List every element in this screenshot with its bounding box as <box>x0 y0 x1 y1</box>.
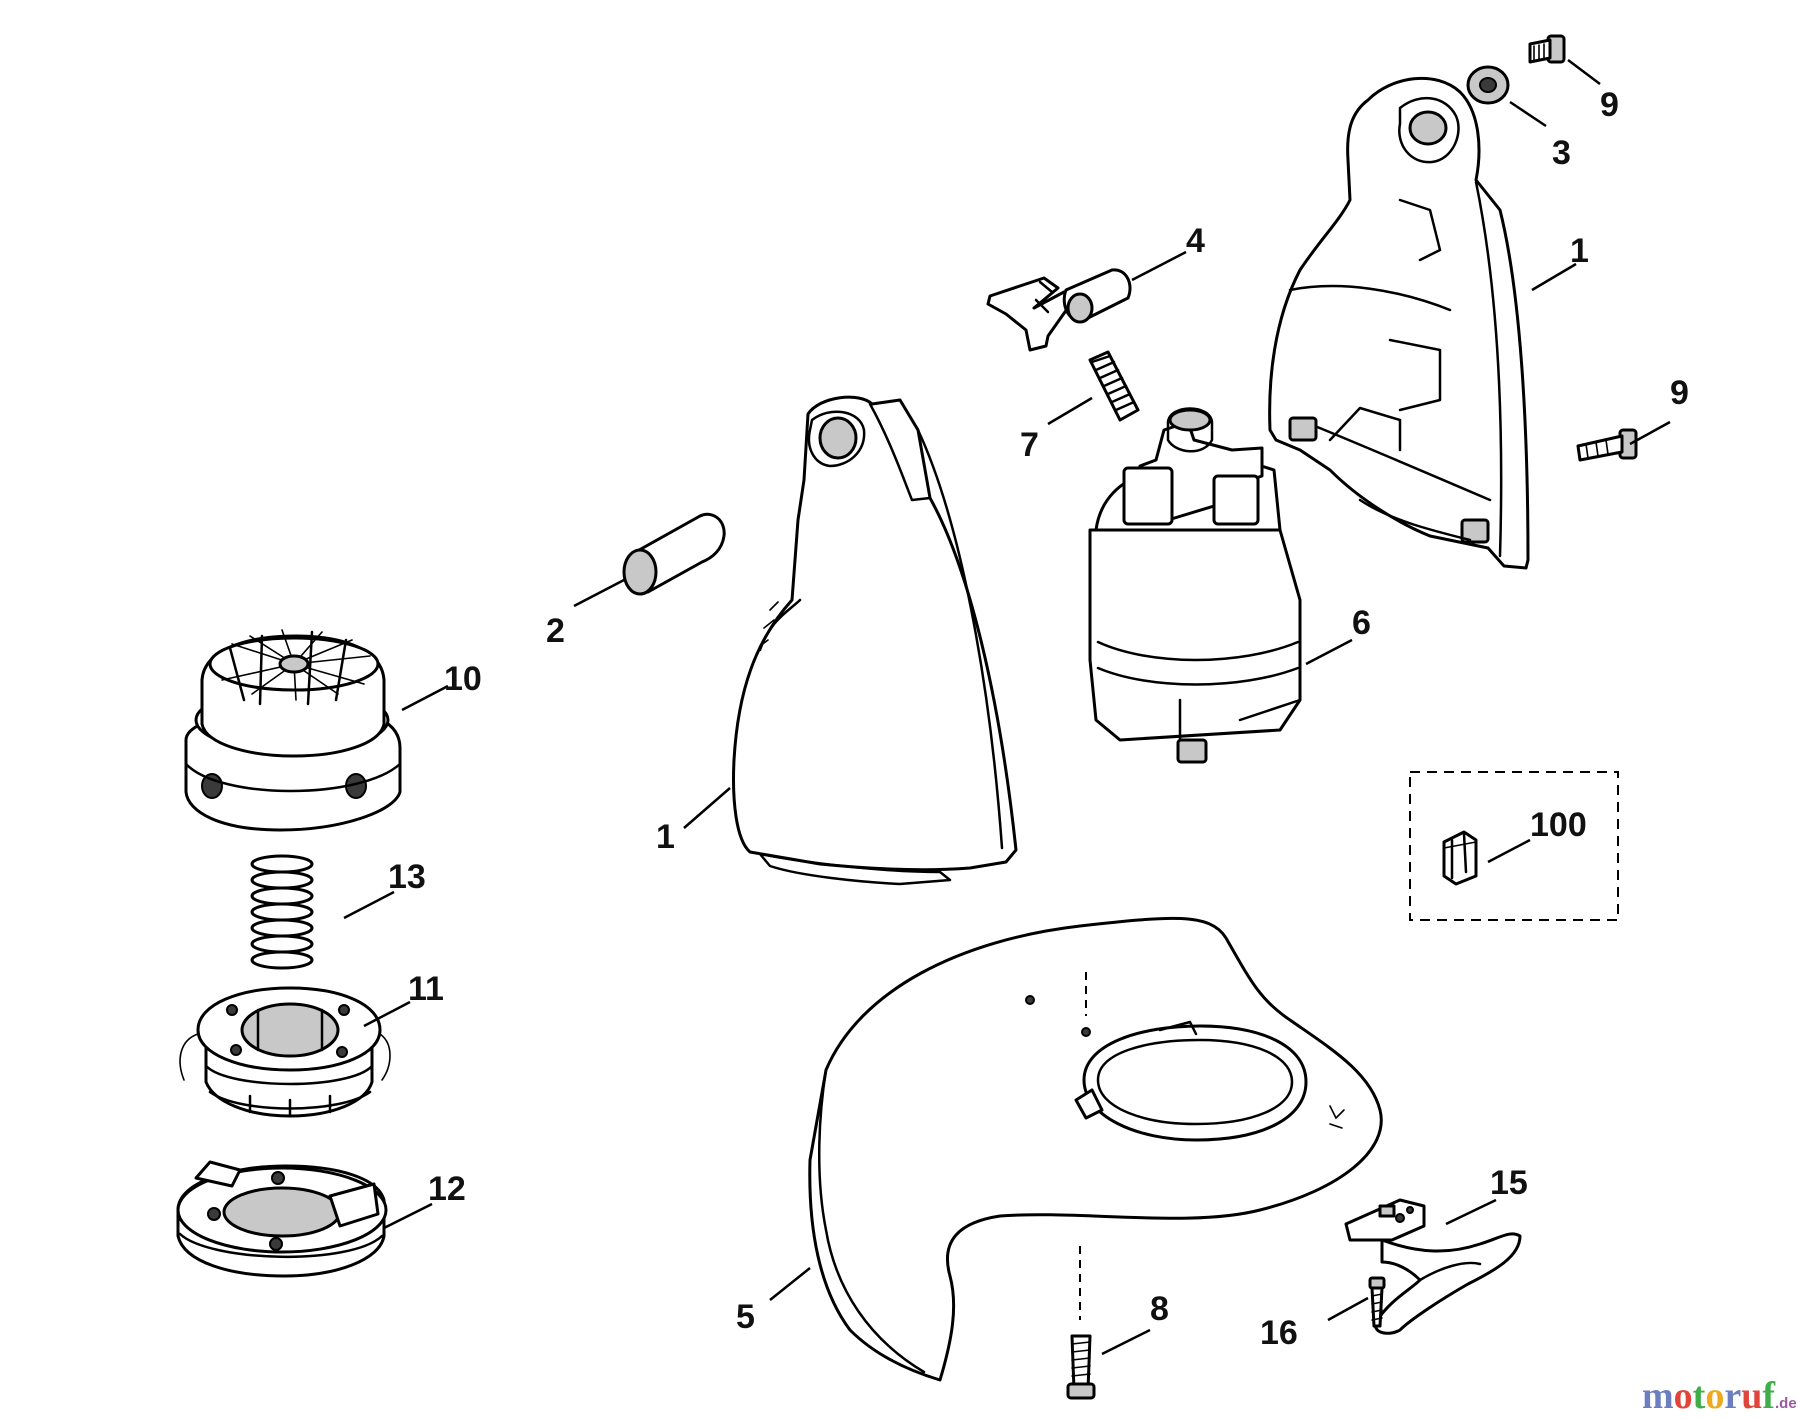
callout-4: 4 <box>1186 222 1205 260</box>
part-9-screw-top <box>1528 34 1566 64</box>
callout-9-right: 9 <box>1670 374 1689 412</box>
logo-letter: r <box>1724 1375 1742 1417</box>
callout-12: 12 <box>428 1170 466 1208</box>
callout-1-left: 1 <box>656 818 675 856</box>
callout-100: 100 <box>1530 806 1587 844</box>
part-1-housing-left <box>732 395 1018 886</box>
logo-letter: f <box>1762 1375 1775 1417</box>
callout-13: 13 <box>388 858 426 896</box>
part-4-switch-lever <box>986 268 1132 352</box>
callout-6: 6 <box>1352 604 1371 642</box>
callout-9-top: 9 <box>1600 86 1619 124</box>
part-11-spool <box>179 986 391 1118</box>
logo-tld: .de <box>1774 1395 1797 1412</box>
part-3-washer <box>1466 65 1510 105</box>
brand-logo: motoruf.de <box>1642 1374 1797 1418</box>
logo-letter: m <box>1642 1375 1674 1417</box>
leader-lines <box>343 59 1671 1356</box>
part-7-spring <box>1088 350 1140 422</box>
callout-7: 7 <box>1020 426 1039 464</box>
logo-letter: u <box>1741 1375 1763 1417</box>
part-15-cutter <box>1344 1198 1522 1335</box>
callout-1-right: 1 <box>1570 232 1589 270</box>
callout-15: 15 <box>1490 1164 1528 1202</box>
logo-letter: t <box>1692 1375 1706 1417</box>
part-13-spring <box>250 854 314 970</box>
callout-16: 16 <box>1260 1314 1298 1352</box>
callout-8: 8 <box>1150 1290 1169 1328</box>
part-1-housing-right <box>1268 76 1530 570</box>
part-6-motor <box>1088 407 1302 764</box>
callout-10: 10 <box>444 660 482 698</box>
part-5-guard <box>808 916 1383 1382</box>
logo-letter: o <box>1673 1375 1693 1417</box>
kit-100-box <box>1409 771 1619 921</box>
assembly-axis-lines <box>1079 972 1087 1320</box>
part-12-spool-base <box>176 1160 388 1278</box>
part-8-screw <box>1066 1334 1096 1400</box>
part-10-fan <box>184 629 402 832</box>
part-16-screw <box>1368 1276 1386 1328</box>
part-2-pin <box>622 512 726 596</box>
callout-3: 3 <box>1552 134 1571 172</box>
logo-letter: o <box>1705 1375 1725 1417</box>
part-9-screw-right <box>1576 428 1638 462</box>
callout-5: 5 <box>736 1298 755 1336</box>
callout-11: 11 <box>408 970 444 1008</box>
callout-2: 2 <box>546 612 565 650</box>
